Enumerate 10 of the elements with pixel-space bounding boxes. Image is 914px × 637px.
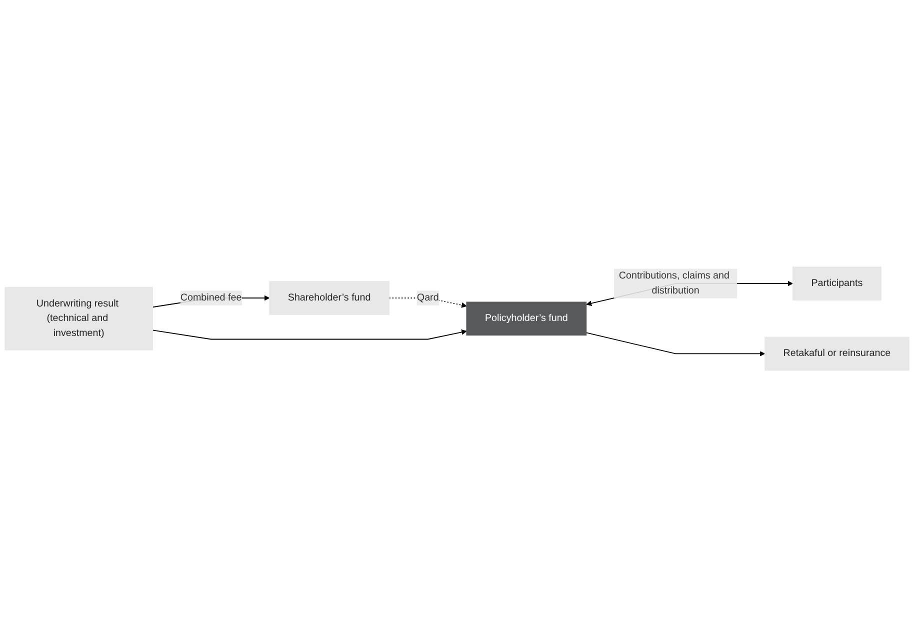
edge-label: Combined fee [180,292,242,303]
node-box: Shareholder’s fund [269,280,390,315]
edge-label: Qard [416,292,439,303]
node-box: Retakaful or reinsurance [764,336,910,370]
node-box: Policyholder’s fund [466,302,587,336]
node-box: Participants [792,266,882,300]
edge-label: Contributions, claims and distribution [618,270,730,296]
node-box: Underwriting result (technical and investment) [4,286,153,350]
arrow [586,332,766,356]
arrow [152,329,467,340]
